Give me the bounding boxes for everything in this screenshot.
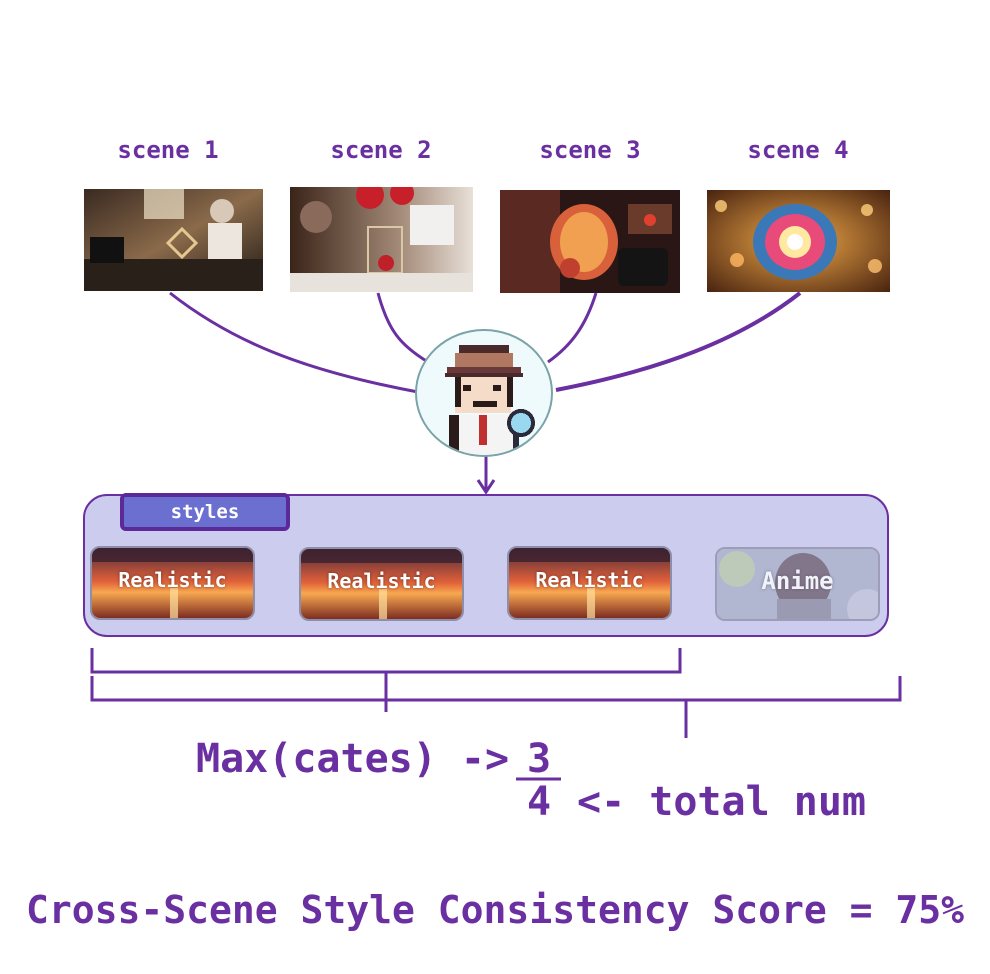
scene-4-image — [707, 190, 890, 292]
consistency-score: Cross-Scene Style Consistency Score = 75… — [26, 888, 964, 932]
pixel-detective-icon — [415, 329, 553, 457]
styles-tab: styles — [120, 493, 290, 531]
style-card-3: Realistic — [507, 546, 672, 620]
formula-numerator: 3 — [527, 736, 552, 782]
scene-3-label: scene 3 — [539, 136, 641, 164]
style-card-4: Anime — [715, 547, 880, 621]
style-card-1-label: Realistic — [118, 568, 227, 592]
style-card-2: Realistic — [299, 547, 464, 621]
scene-4-label: scene 4 — [747, 136, 849, 164]
style-card-4-label: Anime — [761, 567, 834, 595]
scene-1-image — [84, 189, 263, 291]
scene-3-image — [500, 190, 680, 293]
style-card-3-label: Realistic — [535, 568, 644, 592]
style-card-1: Realistic — [90, 546, 255, 620]
scene-1-label: scene 1 — [117, 136, 219, 164]
scene-2-label: scene 2 — [330, 136, 432, 164]
formula-denominator: 4 — [527, 779, 552, 825]
formula-right: <- total num — [577, 779, 866, 825]
formula-left: Max(cates) -> — [196, 736, 510, 782]
scene-2-image — [290, 187, 473, 292]
style-card-2-label: Realistic — [327, 569, 436, 593]
